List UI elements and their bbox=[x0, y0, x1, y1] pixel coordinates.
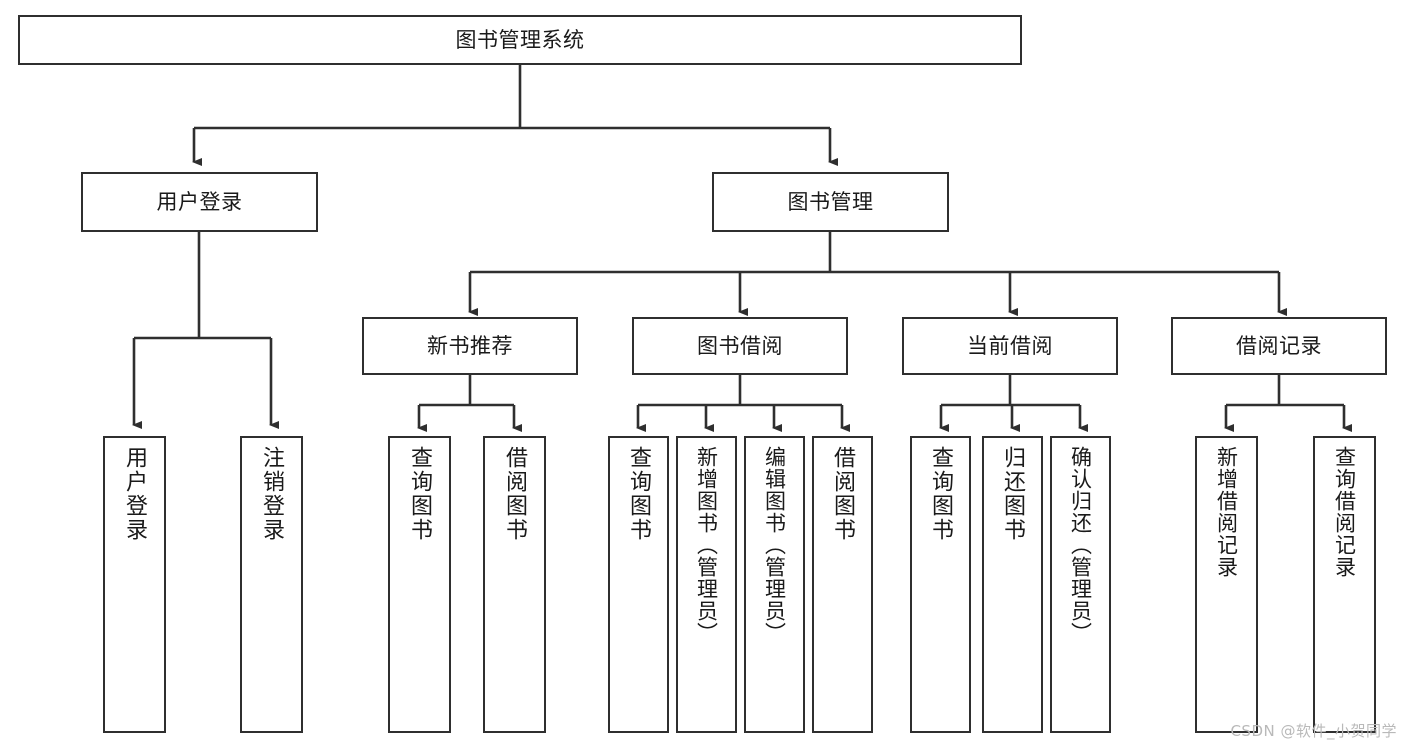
node-label: 新增图书（管理员） bbox=[694, 446, 719, 644]
node-label: 查询图书 bbox=[928, 446, 954, 542]
node-leaf-borrow-query-book[interactable]: 查询图书 bbox=[608, 436, 669, 733]
node-leaf-query-borrow-record[interactable]: 查询借阅记录 bbox=[1313, 436, 1376, 733]
node-leaf-new-book-borrow[interactable]: 借阅图书 bbox=[483, 436, 546, 733]
node-label: 确认归还（管理员） bbox=[1068, 446, 1093, 644]
node-root-system[interactable]: 图书管理系统 bbox=[18, 15, 1022, 65]
node-label: 借阅记录 bbox=[1236, 333, 1322, 358]
node-label: 图书管理 bbox=[787, 189, 874, 214]
node-user-login[interactable]: 用户登录 bbox=[81, 172, 318, 232]
node-label: 注销登录 bbox=[259, 446, 285, 542]
node-label: 新增借阅记录 bbox=[1214, 446, 1239, 578]
node-label: 借阅图书 bbox=[830, 446, 856, 542]
node-leaf-user-logout[interactable]: 注销登录 bbox=[240, 436, 303, 733]
node-label: 当前借阅 bbox=[967, 333, 1053, 358]
node-leaf-return-book[interactable]: 归还图书 bbox=[982, 436, 1043, 733]
node-book-borrow[interactable]: 图书借阅 bbox=[632, 317, 848, 375]
node-borrow-record[interactable]: 借阅记录 bbox=[1171, 317, 1387, 375]
node-label: 查询图书 bbox=[626, 446, 652, 542]
node-label: 用户登录 bbox=[122, 446, 148, 542]
node-label: 图书管理系统 bbox=[455, 27, 585, 52]
node-label: 编辑图书（管理员） bbox=[762, 446, 787, 644]
node-leaf-new-book-query[interactable]: 查询图书 bbox=[388, 436, 451, 733]
node-leaf-confirm-return-admin[interactable]: 确认归还（管理员） bbox=[1050, 436, 1111, 733]
node-label: 查询图书 bbox=[407, 446, 433, 542]
node-current-borrow[interactable]: 当前借阅 bbox=[902, 317, 1118, 375]
node-leaf-current-query-book[interactable]: 查询图书 bbox=[910, 436, 971, 733]
node-leaf-edit-book-admin[interactable]: 编辑图书（管理员） bbox=[744, 436, 805, 733]
node-new-book-recommend[interactable]: 新书推荐 bbox=[362, 317, 578, 375]
node-label: 图书借阅 bbox=[697, 333, 783, 358]
node-leaf-add-book-admin[interactable]: 新增图书（管理员） bbox=[676, 436, 737, 733]
node-label: 用户登录 bbox=[156, 189, 243, 214]
node-label: 查询借阅记录 bbox=[1332, 446, 1357, 578]
node-label: 借阅图书 bbox=[502, 446, 528, 542]
node-leaf-user-login[interactable]: 用户登录 bbox=[103, 436, 166, 733]
watermark-text: CSDN @软件_小贺同学 bbox=[1230, 722, 1397, 740]
node-label: 新书推荐 bbox=[427, 333, 513, 358]
node-leaf-borrow-book[interactable]: 借阅图书 bbox=[812, 436, 873, 733]
node-label: 归还图书 bbox=[1000, 446, 1026, 542]
node-leaf-add-borrow-record[interactable]: 新增借阅记录 bbox=[1195, 436, 1258, 733]
node-book-management[interactable]: 图书管理 bbox=[712, 172, 949, 232]
